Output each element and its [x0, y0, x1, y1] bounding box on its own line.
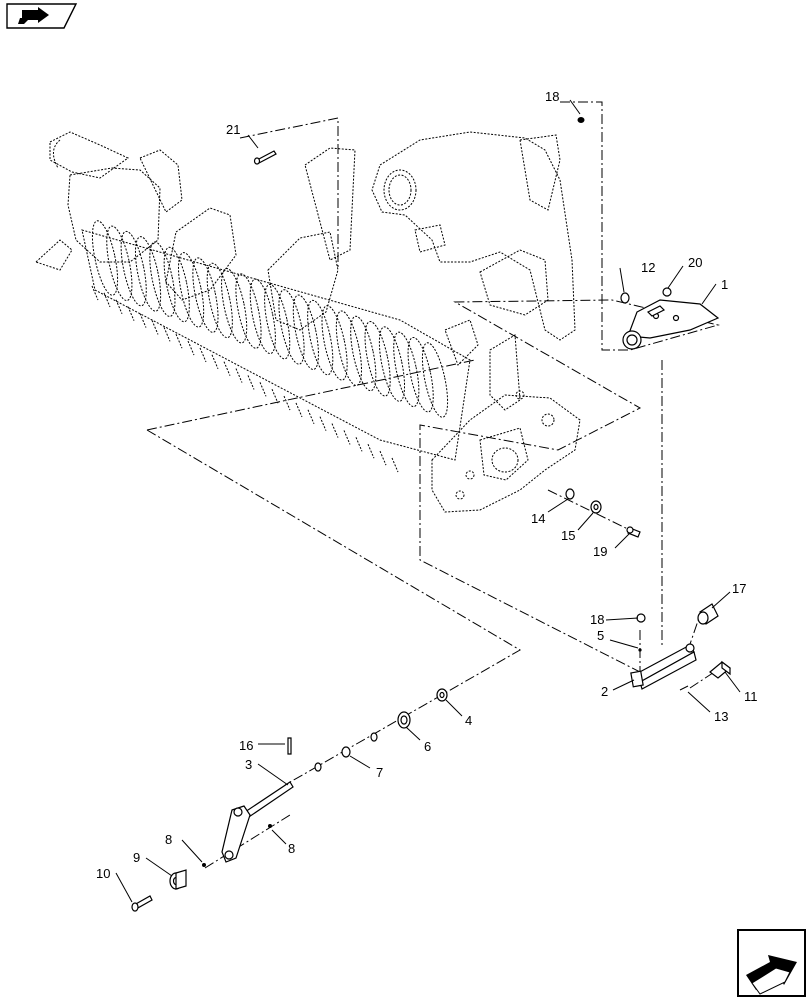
rotor-tine [355, 437, 363, 452]
rotor-ring [134, 236, 162, 312]
callout-14: 14 [531, 511, 545, 526]
part-19-bolt [626, 526, 641, 538]
callout-20: 20 [688, 255, 702, 270]
part-6-bushing [397, 711, 411, 729]
callout-17: 17 [732, 581, 746, 596]
part-21-pin [253, 150, 277, 165]
rotor-tine [115, 299, 123, 314]
callout-6: 6 [424, 739, 431, 754]
rotor-frame-ghost [35, 131, 581, 513]
rotor-ring [421, 342, 449, 418]
rotor-tine [127, 306, 135, 321]
part-11-clip [709, 660, 731, 679]
rotor-tine [187, 340, 195, 356]
callout-5: 5 [597, 628, 604, 643]
part-4-washer [436, 688, 448, 702]
part-15-bushing [590, 500, 602, 514]
rotor-tine [367, 444, 375, 459]
rotor-tine [331, 423, 339, 438]
rotor-tine [139, 313, 147, 328]
rotor-tine [283, 395, 291, 411]
part-16-pin [287, 737, 292, 755]
part-17-bushing [697, 603, 719, 625]
part-9-bearing [169, 869, 187, 890]
part-5-pin [638, 648, 642, 652]
rotor-ring [206, 262, 233, 339]
callout-19: 19 [593, 544, 607, 559]
rotor-tine [343, 430, 351, 445]
part-18-nut-top [577, 117, 585, 123]
rotor-ring [178, 252, 205, 328]
rotor-tine [91, 285, 99, 301]
callout-1: 1 [721, 277, 728, 292]
callout-18b: 18 [590, 612, 604, 627]
part-13-pin [679, 685, 689, 691]
rotor-ring [163, 246, 190, 323]
rotor-tine [379, 450, 387, 466]
rotor-tine [175, 333, 183, 349]
callout-8b: 8 [288, 841, 295, 856]
next-page-arrow-icon[interactable] [737, 929, 806, 997]
callout-2: 2 [601, 684, 608, 699]
rotor-tine [163, 327, 171, 342]
assembly-lines [146, 101, 726, 869]
rotor-ring [192, 257, 219, 333]
rotor-tine [235, 368, 243, 383]
rotor-tine [103, 292, 111, 308]
rotor-tine [223, 361, 231, 376]
rotor-ring [106, 225, 133, 302]
rotor-tine [199, 347, 207, 363]
part-1-arm-plate [622, 299, 720, 350]
callout-11: 11 [744, 689, 758, 704]
rotor-ring [120, 230, 147, 307]
part-12-nut [620, 292, 630, 304]
part-2-rod [630, 643, 697, 690]
rotor-tine [295, 402, 303, 418]
callout-10: 10 [96, 866, 110, 881]
rotor-ring [235, 273, 262, 349]
rotor-drum-ghost [81, 220, 471, 473]
callout-13: 13 [714, 709, 728, 724]
part-18-nut-lower [636, 613, 646, 623]
rotor-ring [221, 268, 248, 344]
callout-4: 4 [465, 713, 472, 728]
callout-21: 21 [226, 122, 240, 137]
callout-12: 12 [641, 260, 655, 275]
rotor-tine [247, 375, 255, 390]
callout-7: 7 [376, 765, 383, 780]
rotor-ring [91, 220, 119, 296]
rotor-tine [319, 416, 327, 431]
callout-18a: 18 [545, 89, 559, 104]
part-washer-small [370, 732, 378, 742]
part-7-washer [341, 746, 351, 758]
part-20-bolt [662, 287, 672, 297]
part-washer-small-2 [314, 762, 322, 772]
part-8-nut-b [268, 824, 272, 828]
rotor-tine [271, 389, 279, 404]
callout-8a: 8 [165, 832, 172, 847]
part-3-crank-rod [221, 781, 294, 863]
book-arrow-icon[interactable] [6, 3, 78, 29]
rotor-tine [151, 320, 159, 335]
part-8-nut-a [202, 863, 206, 867]
part-14-washer [565, 488, 575, 500]
part-10-bolt [131, 895, 153, 912]
rotor-tine [391, 457, 399, 473]
rotor-ring [149, 241, 176, 317]
leader-lines [115, 99, 741, 903]
callout-16: 16 [239, 738, 253, 753]
callout-3: 3 [245, 757, 252, 772]
rotor-tine [259, 382, 267, 397]
callout-labels: 1 2 3 4 5 6 7 8 8 9 10 11 12 13 14 15 16… [96, 89, 758, 881]
rotor-tine [211, 354, 219, 369]
callout-9: 9 [133, 850, 140, 865]
rotor-tine [307, 409, 315, 425]
callout-15: 15 [561, 528, 575, 543]
